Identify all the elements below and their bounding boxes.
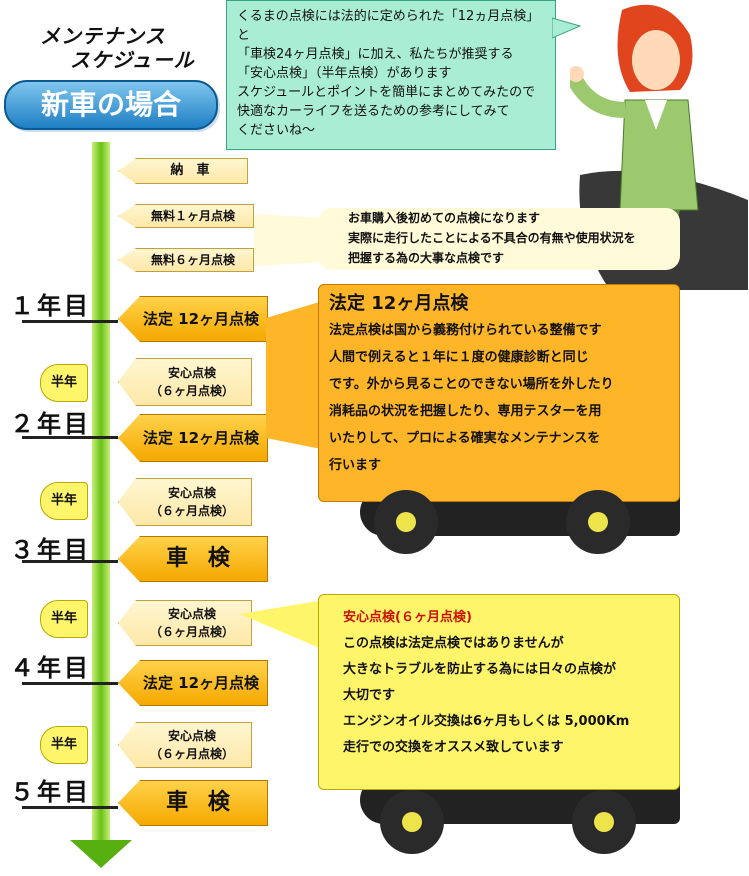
intro-line: くるまの点検には法的に定められた「12ヵ月点検」と [237, 9, 540, 43]
timeline-bar [92, 142, 110, 842]
truck-wheel [572, 790, 636, 854]
truck-wheel [566, 490, 630, 554]
tag-anshin-line1: 安心点検 [167, 486, 216, 500]
title-line-1: メンテナンス [40, 24, 166, 48]
tag-shaken: 車 検 [118, 780, 268, 826]
year-line [22, 806, 118, 809]
anshin-box-line: 走行での交換をオススメ致しています [343, 740, 564, 755]
timeline-arrow-head [70, 840, 132, 868]
half-year-marker: 半年 [40, 482, 88, 520]
free-note-line: 把握する為の大事な点検です [348, 251, 505, 265]
legal-box-title: 法定 12ヶ月点検 [329, 293, 469, 314]
anshin-box-title: 安心点検(６ヶ月点検) [343, 610, 472, 625]
anshin-box-line: 大切です [343, 688, 396, 703]
free-check-note: お車購入後初めての点検になります 実際に走行したことによる不具合の有無や使用状況… [318, 208, 680, 270]
half-year-marker: 半年 [40, 364, 88, 402]
year-label-2: ２年目 [10, 410, 91, 438]
legal-box-line: 消耗品の状況を把握したり、専用テスターを用 [329, 404, 602, 419]
year-line [22, 682, 118, 685]
tag-anshin-line2: （６ヶ月点検） [149, 504, 234, 518]
tag-anshin-line1: 安心点検 [167, 366, 216, 380]
tag-delivery: 納 車 [118, 158, 248, 184]
anshin-box-line: 大きなトラブルを防止する為には日々の点検が [343, 662, 617, 677]
bubble-tail [552, 17, 582, 39]
tag-legal-12month: 法定 12ヶ月点検 [118, 296, 268, 342]
tag-anshin: 安心点検 （６ヶ月点検） [118, 478, 252, 526]
new-car-badge: 新車の場合 [4, 80, 218, 130]
intro-line: 快適なカーライフを送るための参考にしてみて [237, 104, 510, 119]
tag-shaken: 車 検 [118, 536, 268, 582]
tag-anshin-line2: （６ヶ月点検） [149, 747, 234, 761]
year-line [22, 436, 118, 439]
tag-anshin-line2: （６ヶ月点検） [149, 384, 234, 398]
legal-box-line: です。外から見ることのできない場所を外したり [329, 377, 614, 392]
tag-free-1month: 無料１ヶ月点検 [118, 204, 254, 228]
tag-legal-12month: 法定 12ヶ月点検 [118, 414, 268, 462]
title-line-2: スケジュール [70, 48, 195, 72]
year-line [22, 320, 118, 323]
intro-line: くださいね～ [237, 123, 316, 138]
intro-line: 「車検24ヶ月点検」に加え、私たちが推奨する [237, 47, 514, 62]
tag-anshin: 安心点検 （６ヶ月点検） [118, 722, 252, 768]
free-note-line: 実際に走行したことによる不具合の有無や使用状況を [348, 231, 636, 245]
intro-line: 「安心点検」（半年点検）があります [237, 66, 452, 81]
legal-12month-box: 法定 12ヶ月点検 法定点検は国から義務付けられている整備です 人間で例えると１… [318, 284, 680, 502]
anshin-box-line: この点検は法定点検ではありませんが [343, 636, 564, 651]
intro-line: スケジュールとポイントを簡単にまとめてみたので [237, 85, 536, 100]
tag-anshin-line1: 安心点検 [167, 729, 216, 743]
tag-anshin: 安心点検 （６ヶ月点検） [118, 358, 252, 406]
year-line [22, 560, 118, 563]
anshin-box-pointer [240, 600, 324, 650]
half-year-marker: 半年 [40, 726, 88, 764]
legal-box-pointer [266, 300, 326, 450]
year-label-3: ３年目 [10, 536, 91, 564]
tag-anshin: 安心点検 （６ヶ月点検） [118, 600, 252, 646]
year-label-4: ４年目 [10, 654, 91, 682]
year-label-1: １年目 [10, 292, 91, 320]
truck-wheel [374, 490, 438, 554]
anshin-box-body: この点検は法定点検ではありませんが 大きなトラブルを防止する為には日々の点検が … [343, 631, 655, 761]
tag-free-6month: 無料６ヶ月点検 [118, 248, 254, 272]
year-label-5: ５年目 [10, 778, 91, 806]
anshin-box: 安心点検(６ヶ月点検) この点検は法定点検ではありませんが 大きなトラブルを防止… [318, 594, 680, 790]
truck-wheel [380, 790, 444, 854]
free-note-connector [254, 214, 322, 266]
legal-box-line: 法定点検は国から義務付けられている整備です [329, 323, 602, 338]
anshin-box-line: エンジンオイル交換は6ヶ月もしくは 5,000Km [343, 714, 630, 729]
half-year-marker: 半年 [40, 600, 88, 638]
legal-box-line: 行います [329, 458, 382, 473]
legal-box-body: 法定点検は国から義務付けられている整備です 人間で例えると１年に１度の健康診断と… [329, 317, 669, 479]
legal-box-line: 人間で例えると１年に１度の健康診断と同じ [329, 350, 589, 365]
tag-anshin-line2: （６ヶ月点検） [149, 625, 234, 639]
intro-bubble: くるまの点検には法的に定められた「12ヵ月点検」と 「車検24ヶ月点検」に加え、… [226, 0, 556, 150]
legal-box-line: いたりして、プロによる確実なメンテナンスを [329, 431, 601, 446]
tag-legal-12month: 法定 12ヶ月点検 [118, 660, 268, 706]
free-note-line: お車購入後初めての点検になります [348, 211, 541, 225]
tag-anshin-line1: 安心点検 [167, 607, 216, 621]
